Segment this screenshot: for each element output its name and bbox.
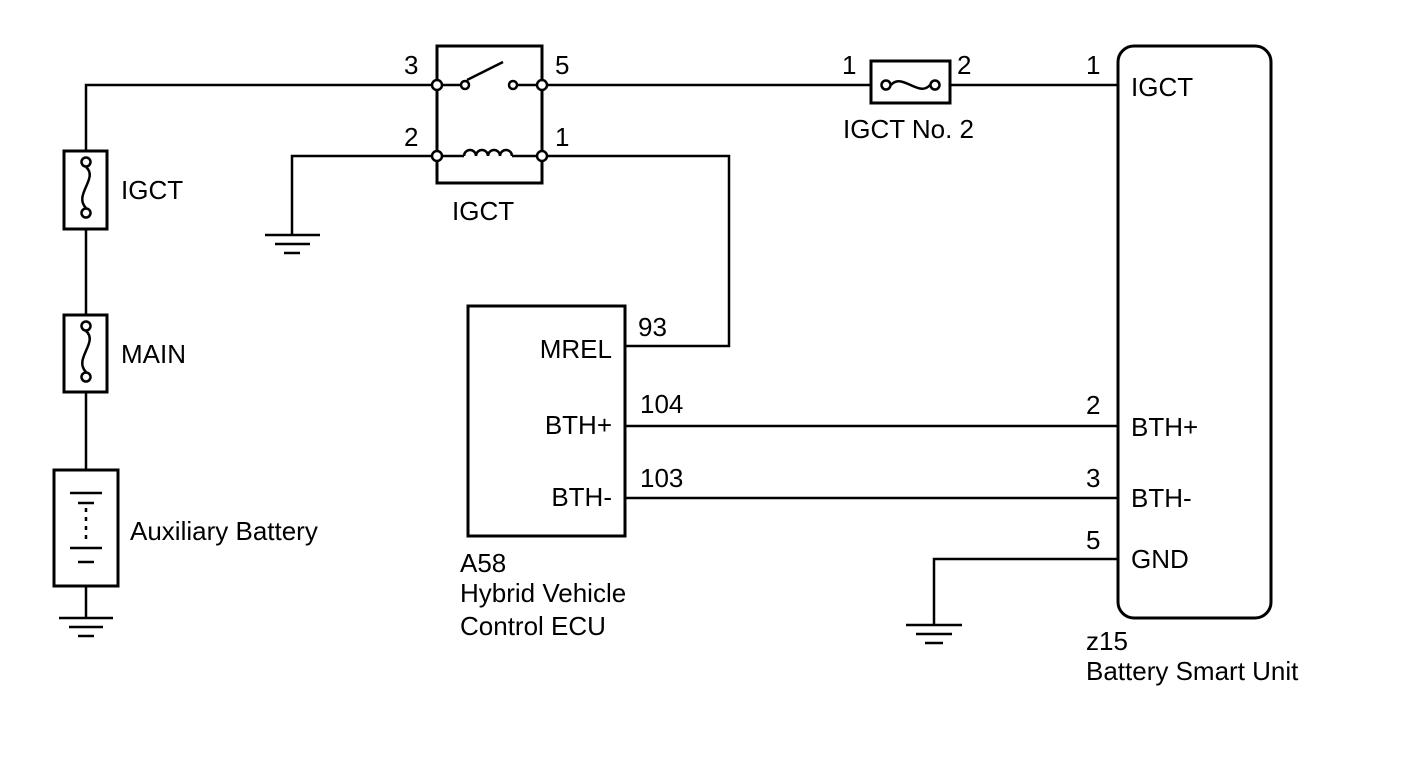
bsu-pin-1: 1 bbox=[1086, 50, 1100, 80]
ecu-name-line2: Control ECU bbox=[460, 611, 606, 641]
battery-smart-unit: IGCT BTH+ BTH- GND 1 2 3 5 z15 Battery S… bbox=[1086, 44, 1299, 686]
ecu-code: A58 bbox=[460, 548, 506, 578]
relay-pin-1: 1 bbox=[555, 122, 569, 152]
ecu-pin-103: 103 bbox=[640, 463, 683, 493]
ground-bsu-icon bbox=[906, 623, 962, 645]
igct-relay: 3 5 2 1 IGCT bbox=[404, 44, 569, 226]
battery-label: Auxiliary Battery bbox=[130, 516, 318, 546]
fuse-igct-no2: 1 2 IGCT No. 2 bbox=[842, 50, 974, 144]
ecu-name-line1: Hybrid Vehicle bbox=[460, 578, 626, 608]
fuse-igct-no2-pin-1: 1 bbox=[842, 50, 856, 80]
fuse-igct: IGCT bbox=[62, 149, 183, 231]
bsu-pin-2: 2 bbox=[1086, 390, 1100, 420]
relay-pin-5: 5 bbox=[555, 50, 569, 80]
bsu-pin-3: 3 bbox=[1086, 463, 1100, 493]
bsu-terminal-bth-minus: BTH- bbox=[1131, 483, 1192, 513]
fuse-igct-label: IGCT bbox=[121, 175, 183, 205]
ground-relay-icon bbox=[265, 233, 320, 255]
relay-pin-3: 3 bbox=[404, 50, 418, 80]
ecu-a58: MREL BTH+ BTH- 93 104 103 A58 Hybrid Veh… bbox=[460, 304, 683, 641]
auxiliary-battery: Auxiliary Battery bbox=[52, 468, 318, 588]
relay-label: IGCT bbox=[452, 196, 514, 226]
bsu-name: Battery Smart Unit bbox=[1086, 656, 1299, 686]
ecu-terminal-bth-minus: BTH- bbox=[551, 482, 612, 512]
fuse-main-label: MAIN bbox=[121, 339, 186, 369]
fuse-main: MAIN bbox=[62, 313, 186, 394]
bsu-terminal-bth-plus: BTH+ bbox=[1131, 412, 1198, 442]
relay-pin-2: 2 bbox=[404, 122, 418, 152]
ecu-terminal-bth-plus: BTH+ bbox=[545, 410, 612, 440]
bsu-terminal-igct: IGCT bbox=[1131, 72, 1193, 102]
fuse-igct-no2-label: IGCT No. 2 bbox=[843, 114, 974, 144]
ecu-terminal-mrel: MREL bbox=[540, 334, 612, 364]
supply-wires bbox=[84, 83, 437, 618]
bsu-pin-5: 5 bbox=[1086, 525, 1100, 555]
fuse-igct-no2-pin-2: 2 bbox=[957, 50, 971, 80]
bsu-terminal-gnd: GND bbox=[1131, 544, 1189, 574]
ground-battery-icon bbox=[59, 616, 113, 638]
ecu-pin-104: 104 bbox=[640, 389, 683, 419]
ecu-pin-93: 93 bbox=[638, 312, 667, 342]
bsu-code: z15 bbox=[1086, 626, 1128, 656]
